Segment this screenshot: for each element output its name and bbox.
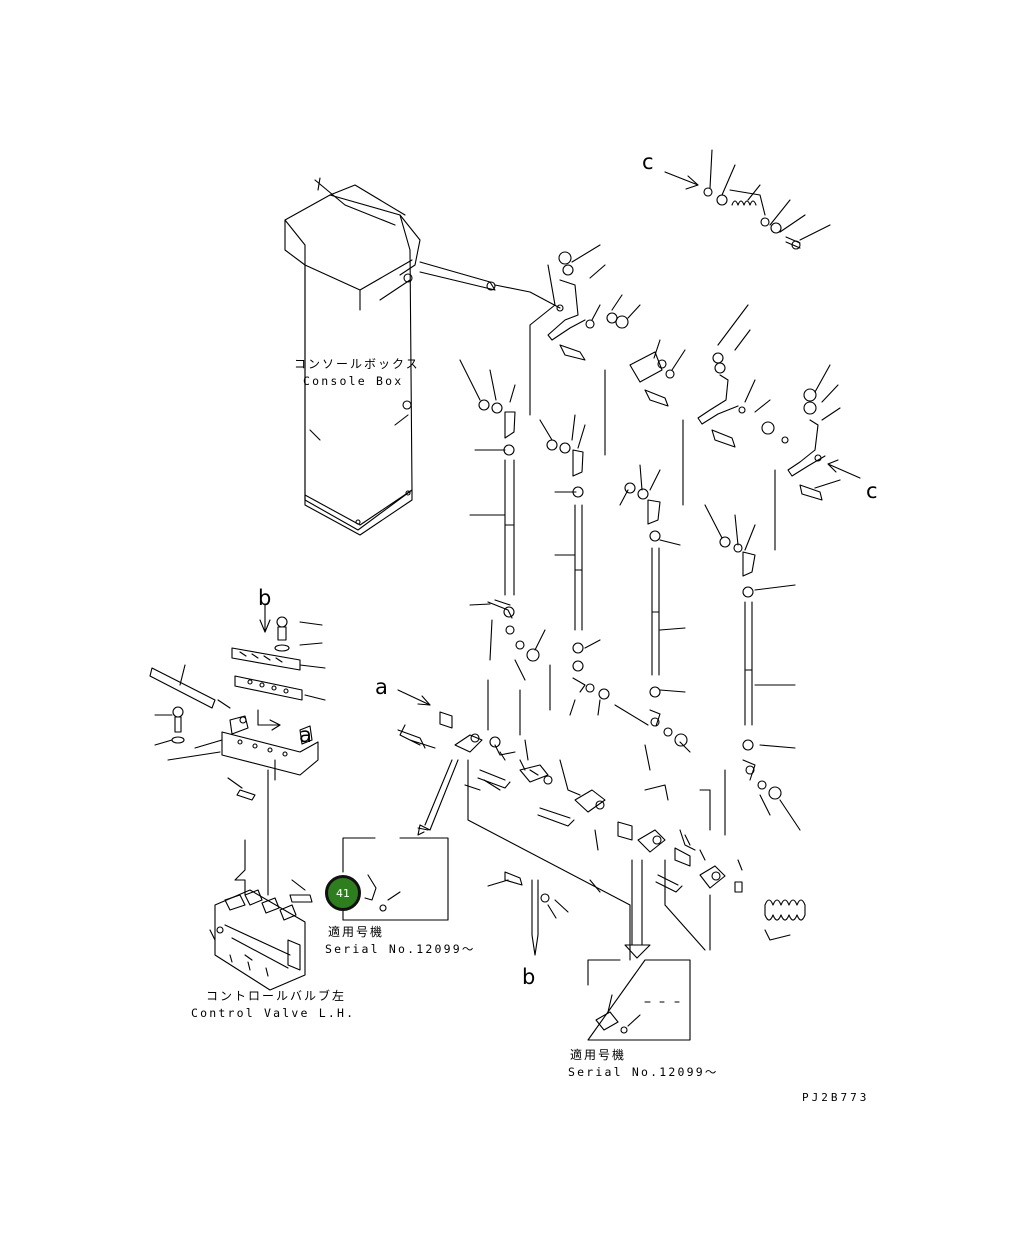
- control-valve-label-jp: コントロールバルブ左: [206, 989, 347, 1003]
- serial-label-en-1: Serial No.12099～: [325, 942, 476, 956]
- control-valve-label-en: Control Valve L.H.: [191, 1006, 356, 1020]
- console-box-drawing: [284, 177, 561, 536]
- serial-callout-boxes: [342, 837, 691, 1041]
- console-box-label-jp: コンソールボックス: [294, 357, 420, 371]
- serial-label-en-2: Serial No.12099～: [568, 1065, 719, 1079]
- serial-label-jp-2: 適用号機: [570, 1048, 627, 1062]
- drawing-code: PJ2B773: [802, 1091, 870, 1104]
- upper-linkage-drawing: [547, 149, 861, 501]
- rods-drawing: [459, 304, 801, 836]
- reference-b-left: b: [258, 586, 272, 610]
- serial-label-jp-1: 適用号機: [328, 925, 385, 939]
- console-box-label-en: Console Box: [303, 374, 404, 388]
- valve-linkage-drawing: [397, 679, 806, 961]
- reference-a-left: a: [299, 723, 312, 747]
- reference-c-top: c: [642, 150, 654, 174]
- reference-a-center: a: [375, 675, 388, 699]
- part-number-badge[interactable]: 41: [325, 875, 361, 911]
- reference-b-bottom: b: [522, 965, 536, 989]
- reference-c-right: c: [866, 479, 878, 503]
- control-valve-drawing: [149, 604, 326, 991]
